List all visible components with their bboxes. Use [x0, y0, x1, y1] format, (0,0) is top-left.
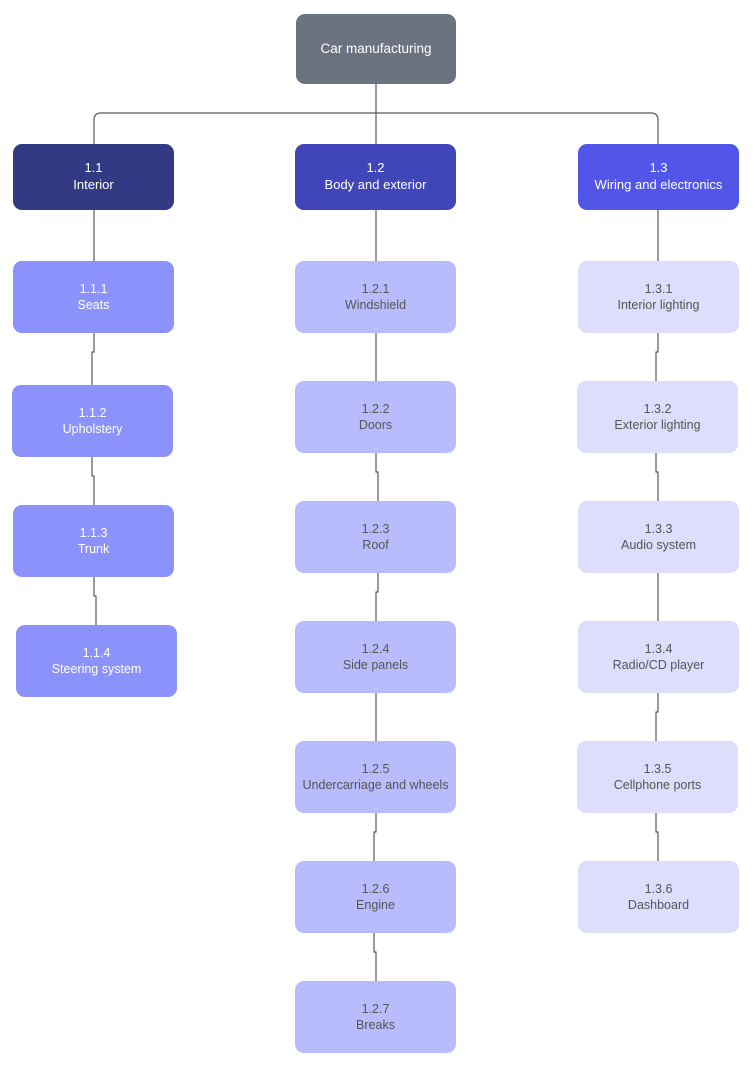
node-1-2-2-label: Doors	[358, 418, 393, 432]
node-1-1-3-label: Trunk	[77, 542, 110, 556]
node-1-2-code: 1.2	[366, 160, 385, 176]
node-1-3-1[interactable]: 1.3.1 Interior lighting	[578, 261, 739, 333]
node-1-1-code: 1.1	[84, 160, 103, 176]
connector-1-1-3-to-1-1-4	[93, 576, 97, 626]
node-1-3[interactable]: 1.3 Wiring and electronics	[578, 144, 739, 210]
connector-1-3-4-to-1-3-5	[655, 692, 659, 742]
node-1-3-2[interactable]: 1.3.2 Exterior lighting	[577, 381, 738, 453]
node-1-2-1-code: 1.2.1	[361, 281, 390, 296]
node-1-3-4-code: 1.3.4	[644, 641, 673, 656]
connector-1-1-1-to-1-1-2	[91, 332, 95, 386]
node-1-1-4-code: 1.1.4	[82, 645, 111, 660]
node-1-2-7-label: Breaks	[356, 1018, 395, 1032]
node-1-1-3-code: 1.1.3	[79, 525, 108, 540]
node-1-2-5-label: Undercarriage and wheels	[302, 778, 449, 792]
node-1-2-1-label: Windshield	[344, 298, 407, 312]
node-root-label: Car manufacturing	[320, 41, 432, 57]
node-1-1[interactable]: 1.1 Interior	[13, 144, 174, 210]
node-1-2-5[interactable]: 1.2.5 Undercarriage and wheels	[295, 741, 456, 813]
node-1-2-4-code: 1.2.4	[361, 641, 390, 656]
connector-1-2-5-to-1-2-6	[373, 812, 377, 862]
node-1-1-2-code: 1.1.2	[78, 405, 107, 420]
connector-1-1-2-to-1-1-3	[91, 456, 95, 506]
node-1-3-5[interactable]: 1.3.5 Cellphone ports	[577, 741, 738, 813]
node-1-1-4[interactable]: 1.1.4 Steering system	[16, 625, 177, 697]
connector-root-to-1-1	[93, 112, 377, 145]
node-1-1-3[interactable]: 1.1.3 Trunk	[13, 505, 174, 577]
node-1-1-2[interactable]: 1.1.2 Upholstery	[12, 385, 173, 457]
node-1-2-1[interactable]: 1.2.1 Windshield	[295, 261, 456, 333]
node-1-2-6-code: 1.2.6	[361, 881, 390, 896]
node-1-3-6[interactable]: 1.3.6 Dashboard	[578, 861, 739, 933]
node-1-3-3[interactable]: 1.3.3 Audio system	[578, 501, 739, 573]
node-1-2-7-code: 1.2.7	[361, 1001, 390, 1016]
node-1-1-1-label: Seats	[77, 298, 110, 312]
node-1-3-4[interactable]: 1.3.4 Radio/CD player	[578, 621, 739, 693]
node-1-1-4-label: Steering system	[51, 662, 142, 676]
node-1-1-1-code: 1.1.1	[79, 281, 108, 296]
node-root[interactable]: Car manufacturing	[296, 14, 456, 84]
node-1-2-7[interactable]: 1.2.7 Breaks	[295, 981, 456, 1053]
connector-1-3-5-to-1-3-6	[655, 812, 659, 862]
node-1-3-3-code: 1.3.3	[644, 521, 673, 536]
node-1-2-2[interactable]: 1.2.2 Doors	[295, 381, 456, 453]
node-1-3-6-label: Dashboard	[627, 898, 690, 912]
node-1-3-code: 1.3	[649, 160, 668, 176]
node-1-1-label: Interior	[73, 177, 114, 192]
node-1-2-3[interactable]: 1.2.3 Roof	[295, 501, 456, 573]
node-1-3-5-label: Cellphone ports	[613, 778, 702, 792]
connector-1-2-3-to-1-2-4	[375, 572, 379, 622]
node-1-3-1-label: Interior lighting	[617, 298, 700, 312]
connector-1-3-1-to-1-3-2	[655, 332, 659, 382]
connector-root-to-1-3	[375, 112, 659, 145]
node-1-3-2-label: Exterior lighting	[614, 418, 701, 432]
node-1-3-label: Wiring and electronics	[594, 177, 723, 192]
node-1-2-6-label: Engine	[356, 898, 395, 912]
connector-1-2-6-to-1-2-7	[373, 932, 377, 982]
node-1-3-6-code: 1.3.6	[644, 881, 673, 896]
node-1-3-4-label: Radio/CD player	[612, 658, 705, 672]
node-1-1-2-label: Upholstery	[62, 422, 123, 436]
node-1-3-5-code: 1.3.5	[643, 761, 672, 776]
node-1-3-3-label: Audio system	[620, 538, 697, 552]
node-1-2-label: Body and exterior	[324, 177, 427, 192]
node-1-3-1-code: 1.3.1	[644, 281, 673, 296]
node-1-2-3-code: 1.2.3	[361, 521, 390, 536]
node-1-2-6[interactable]: 1.2.6 Engine	[295, 861, 456, 933]
node-1-1-1[interactable]: 1.1.1 Seats	[13, 261, 174, 333]
node-1-2-2-code: 1.2.2	[361, 401, 390, 416]
node-1-2-4-label: Side panels	[342, 658, 409, 672]
node-1-2-4[interactable]: 1.2.4 Side panels	[295, 621, 456, 693]
connector-1-3-2-to-1-3-3	[655, 452, 659, 502]
connector-1-2-2-to-1-2-3	[375, 452, 379, 502]
node-1-2[interactable]: 1.2 Body and exterior	[295, 144, 456, 210]
node-1-2-3-label: Roof	[362, 538, 389, 552]
node-1-2-5-code: 1.2.5	[361, 761, 390, 776]
node-1-3-2-code: 1.3.2	[643, 401, 672, 416]
